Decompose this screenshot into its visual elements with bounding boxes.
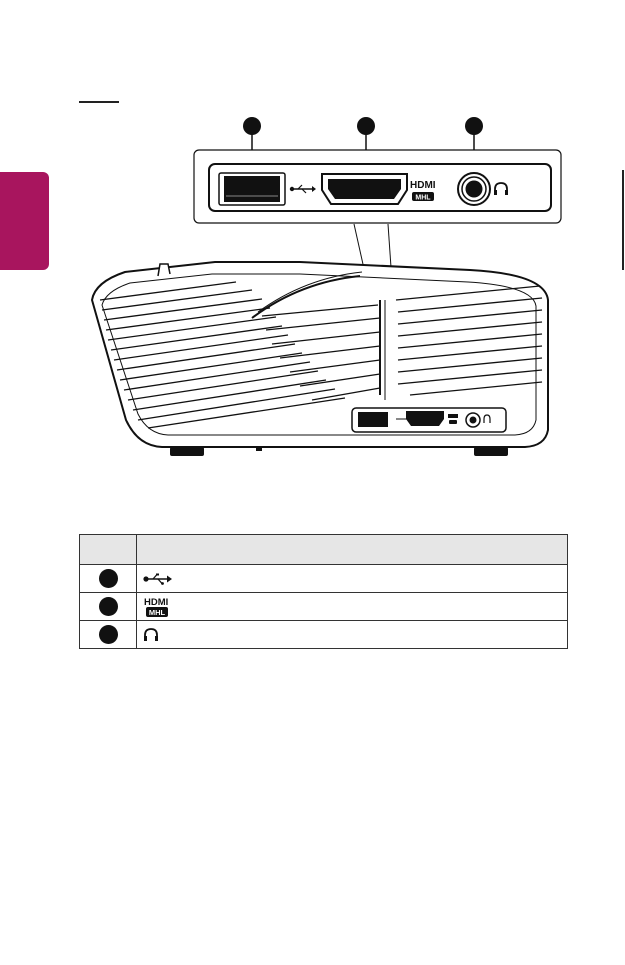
row-number-dot-1 xyxy=(99,569,118,588)
callout-dot-2 xyxy=(357,117,375,135)
table-row xyxy=(80,621,568,649)
row-number-dot-3 xyxy=(99,625,118,644)
callout-dot-1 xyxy=(243,117,261,135)
hdmi-mhl-icon: HDMI MHL xyxy=(410,180,436,202)
hdmi-logo-text: HDMI xyxy=(144,597,168,608)
projector-body xyxy=(92,262,548,456)
mhl-logo-text: MHL xyxy=(415,195,431,202)
feet xyxy=(170,447,508,456)
table-row xyxy=(80,565,568,593)
headphone-jack xyxy=(458,173,490,205)
legend-header-number xyxy=(80,535,137,565)
legend-header-row xyxy=(80,535,568,565)
legend-header-description xyxy=(137,535,568,565)
port-legend-table: HDMI MHL xyxy=(79,534,568,649)
usb-port xyxy=(219,173,285,205)
hdmi-mhl-icon: HDMI MHL xyxy=(143,596,177,618)
callout-dot-3 xyxy=(465,117,483,135)
magnified-port-panel: HDMI MHL xyxy=(194,150,561,223)
usb-icon xyxy=(143,573,173,585)
table-row: HDMI MHL xyxy=(80,593,568,621)
body-port-panel xyxy=(352,408,506,432)
hdmi-logo-text: HDMI xyxy=(410,180,436,191)
hdmi-port xyxy=(322,174,407,204)
projector-rear-illustration: HDMI MHL xyxy=(0,0,625,500)
row-number-dot-2 xyxy=(99,597,118,616)
mhl-logo-text: MHL xyxy=(149,608,166,617)
headphone-icon xyxy=(143,627,159,643)
